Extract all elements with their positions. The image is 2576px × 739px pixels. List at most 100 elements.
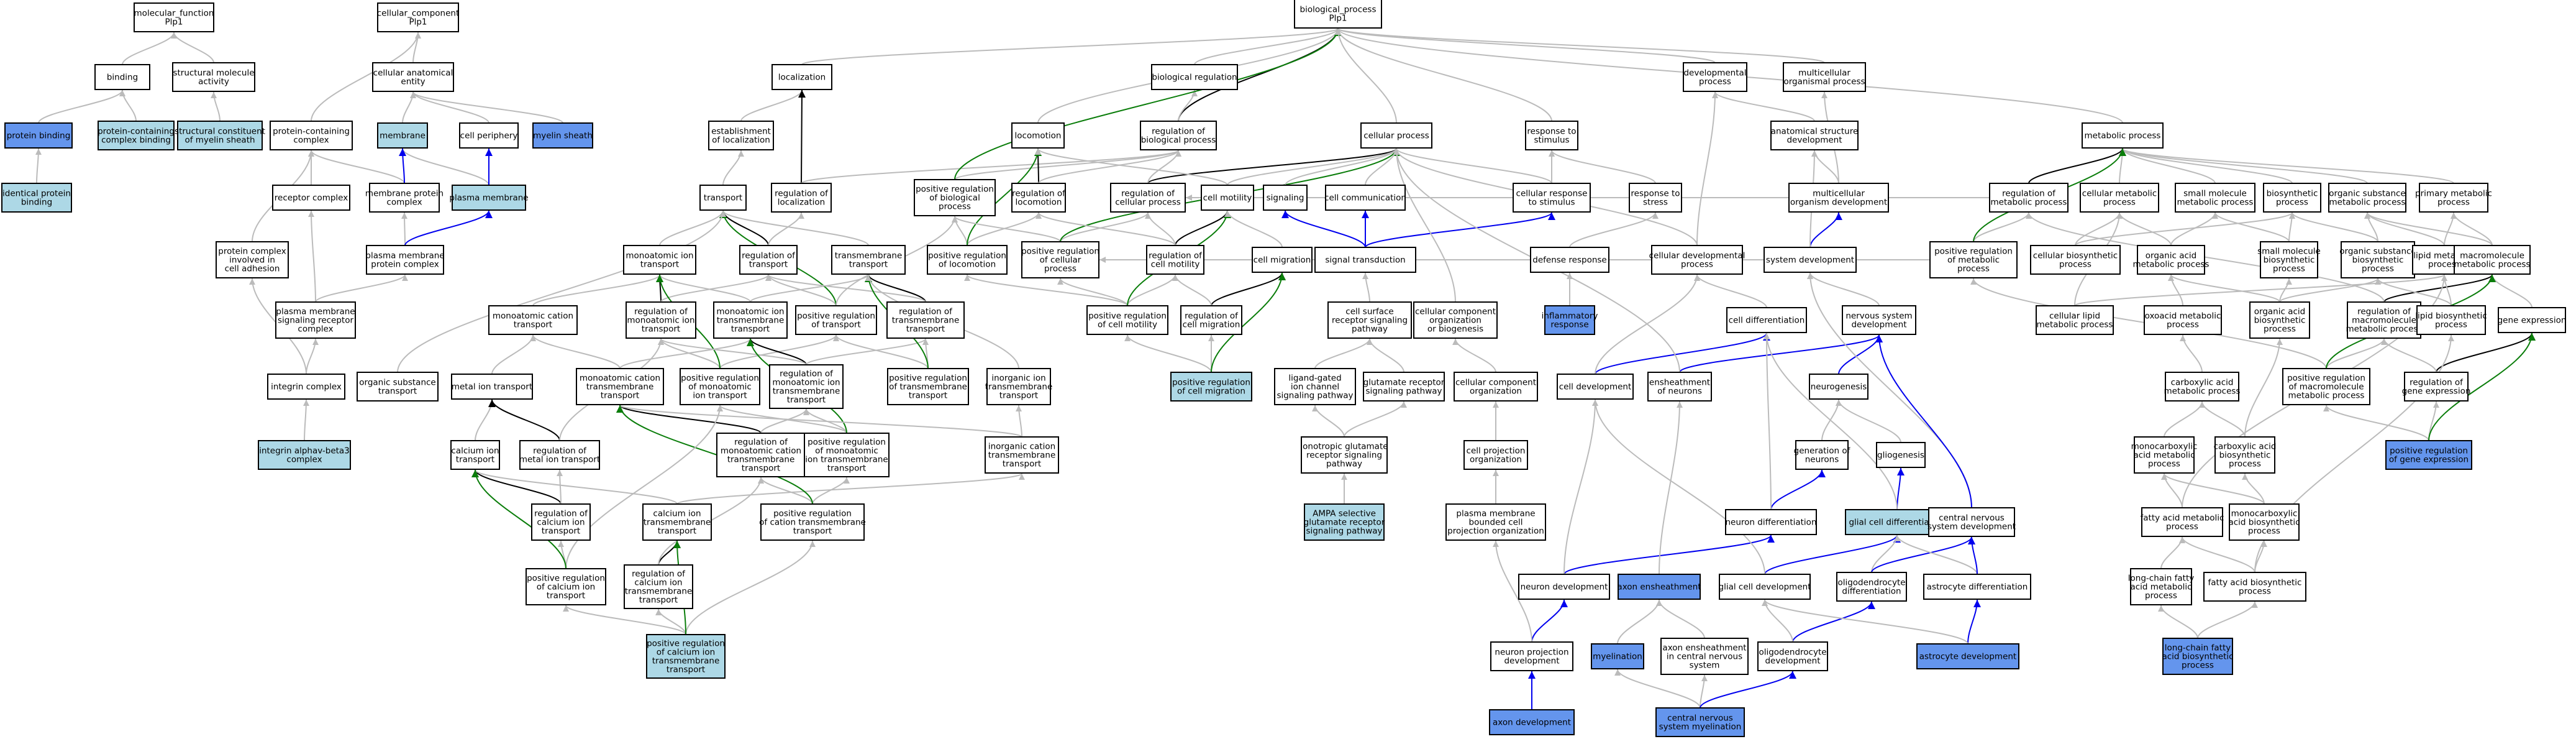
go-term-node-axondev[interactable]: axon development xyxy=(1489,709,1575,735)
go-term-node-defresp[interactable]: defense response xyxy=(1530,247,1609,273)
go-term-node-transport[interactable]: transport xyxy=(699,185,747,211)
go-term-node-signaling[interactable]: signaling xyxy=(1263,185,1308,211)
go-term-node-myelination[interactable]: myelination xyxy=(1591,643,1644,669)
go-term-node-neurdev[interactable]: neuron development xyxy=(1518,574,1610,600)
go-term-node-astrodev[interactable]: astrocyte development xyxy=(1916,643,2019,669)
go-term-node-metalit[interactable]: metal ion transport xyxy=(451,374,533,400)
go-term-node-glialdev[interactable]: glial cell development xyxy=(1719,574,1811,600)
go-term-node-breg[interactable]: biological regulation xyxy=(1151,64,1238,90)
go-term-node-myelinsheath[interactable]: myelin sheath xyxy=(532,122,593,149)
go-term-node-neurogen[interactable]: neurogenesis xyxy=(1809,374,1868,400)
go-term-node-metproc[interactable]: metabolic process xyxy=(2082,122,2164,149)
go-term-node-cellmot[interactable]: cell motility xyxy=(1201,185,1254,211)
go-term-node-sigtrans[interactable]: signal transduction xyxy=(1314,247,1416,273)
go-term-node-pm[interactable]: plasma membrane xyxy=(449,185,529,211)
go-term-node-celldev[interactable]: cell development xyxy=(1557,374,1634,400)
go-term-node-gliogen[interactable]: gliogenesis xyxy=(1876,442,1926,468)
go-term-node-astrodiff[interactable]: astrocyte differentiation xyxy=(1923,574,2031,600)
go-term-node-geneexp[interactable]: gene expression xyxy=(2498,307,2567,333)
go-term-node-recc[interactable]: receptor complex xyxy=(272,185,350,211)
go-term-node-cellper[interactable]: cell periphery xyxy=(459,122,519,149)
go-term-node-sysdev[interactable]: system development xyxy=(1764,247,1857,273)
go-term-node-membrane[interactable]: membrane xyxy=(377,122,428,149)
go-term-node-cellcomm[interactable]: cell communication xyxy=(1324,185,1406,211)
